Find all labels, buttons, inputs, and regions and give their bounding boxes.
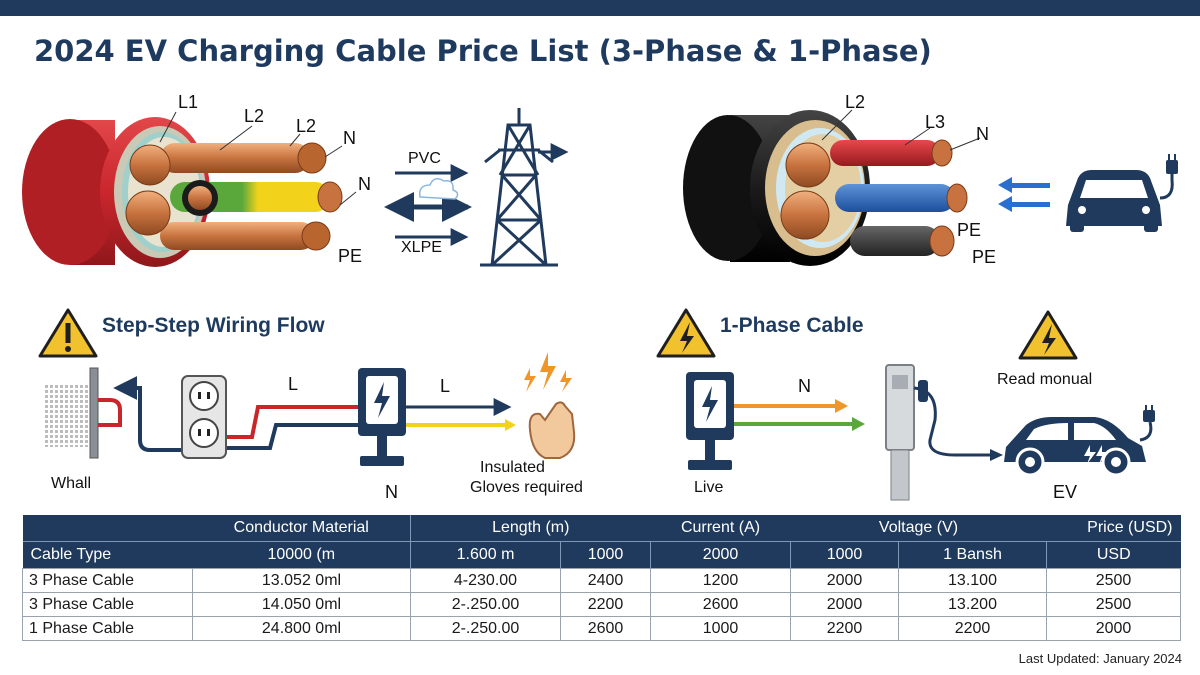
cell-price: 2000 (1046, 616, 1181, 641)
cell-current-b: 1000 (650, 616, 791, 641)
wall-socket-icon (181, 375, 227, 459)
table-subheader-conductor: 10000 (m (192, 541, 411, 569)
table-header-conductor: Conductor Material (192, 515, 411, 542)
label-n-b: N (358, 174, 371, 194)
cell-conductor: 13.052 0ml (192, 568, 411, 593)
label-1p-pe-b: PE (972, 247, 996, 267)
label-l1: L1 (178, 92, 198, 112)
insulation-xlpe: XLPE (401, 239, 442, 256)
section-title-wiring-flow: Step-Step Wiring Flow (102, 314, 325, 337)
section-title-one-phase: 1-Phase Cable (720, 314, 864, 337)
charging-station-right-icon (686, 372, 734, 470)
cell-conductor: 14.050 0ml (192, 592, 411, 617)
cell-price: 2500 (1046, 592, 1181, 617)
cell-current-b: 1200 (650, 568, 791, 593)
label-right-n: N (798, 376, 811, 396)
diagram-canvas: L1 L2 L2 N N PE PVC XLPE (22, 92, 1178, 502)
page-title: 2024 EV Charging Cable Price List (3-Pha… (34, 34, 932, 68)
warning-lightning-icon (656, 308, 716, 358)
label-ev: EV (1053, 482, 1077, 502)
cell-length: 4-230.00 (410, 568, 561, 593)
wall-charger-icon (885, 364, 996, 501)
label-left-l1: L (288, 374, 298, 394)
label-1p-pe-a: PE (957, 220, 981, 240)
cell-current-a: 2200 (560, 592, 651, 617)
cell-voltage-b: 2200 (898, 616, 1047, 641)
cell-voltage-b: 13.200 (898, 592, 1047, 617)
insulation-pvc: PVC (408, 150, 441, 167)
label-1p-l2: L2 (845, 92, 865, 112)
incoming-arrows-icon (998, 177, 1050, 212)
table-subheader-length: 1.600 m (410, 541, 561, 569)
table-subheader-usd: USD (1046, 541, 1181, 569)
lightning-sparks-icon (524, 352, 572, 392)
table-row: 1 Phase Cable 24.800 0ml 2-.250.00 2600 … (22, 616, 1181, 641)
cell-voltage-b: 13.100 (898, 568, 1047, 593)
table-header-current: Current (A) (650, 515, 791, 542)
cell-length: 2-.250.00 (410, 616, 561, 641)
table-subheader-voltage-b: 1 Bansh (898, 541, 1047, 569)
table-subheader-current-a: 1000 (560, 541, 651, 569)
top-bar (0, 0, 1200, 16)
charging-station-left-icon (358, 368, 406, 466)
double-arrow-icon (384, 164, 472, 246)
table-row: 3 Phase Cable 14.050 0ml 2-.250.00 2200 … (22, 592, 1181, 617)
label-gloves-2: Gloves required (470, 479, 583, 496)
warning-icon (38, 308, 98, 358)
table-header-voltage: Voltage (V) (790, 515, 1047, 542)
table-subheader-current-b: 2000 (650, 541, 791, 569)
table-subheader-voltage-a: 1000 (790, 541, 899, 569)
transmission-tower-icon (480, 108, 569, 267)
label-read-manual: Read monual (997, 371, 1092, 388)
cell-voltage-a: 2000 (790, 592, 899, 617)
ev-car-icon (1066, 154, 1178, 232)
label-gloves-1: Insulated (480, 459, 545, 476)
cell-cable-type: 3 Phase Cable (22, 592, 193, 617)
label-left-n: N (385, 482, 398, 502)
last-updated: Last Updated: January 2024 (1018, 651, 1182, 666)
one-phase-cable-illustration (683, 109, 981, 266)
label-left-l2: L (440, 376, 450, 396)
cell-price: 2500 (1046, 568, 1181, 593)
table-header-length: Length (m) (410, 515, 651, 542)
label-live: Live (694, 479, 723, 496)
hand-icon (528, 401, 576, 459)
table-header-price: Price (USD) (1046, 515, 1181, 542)
label-1p-n: N (976, 124, 989, 144)
cell-current-b: 2600 (650, 592, 791, 617)
ev-car-right-icon (1004, 405, 1155, 477)
table-header-blank (22, 515, 193, 542)
table-row: 3 Phase Cable 13.052 0ml 4-230.00 2400 1… (22, 568, 1181, 593)
cell-cable-type: 3 Phase Cable (22, 568, 193, 593)
cell-voltage-a: 2000 (790, 568, 899, 593)
table-header-row-1: Conductor Material Length (m) Current (A… (22, 515, 1181, 542)
label-l2-b: L2 (296, 116, 316, 136)
cell-voltage-a: 2200 (790, 616, 899, 641)
table-subheader-cable-type: Cable Type (22, 541, 193, 569)
cell-current-a: 2400 (560, 568, 651, 593)
label-1p-l3: L3 (925, 112, 945, 132)
cell-length: 2-.250.00 (410, 592, 561, 617)
table-header-row-2: Cable Type 10000 (m 1.600 m 1000 2000 10… (22, 541, 1181, 569)
warning-lightning-icon-right (1018, 310, 1078, 360)
cell-current-a: 2600 (560, 616, 651, 641)
label-n-a: N (343, 128, 356, 148)
label-l2-a: L2 (244, 106, 264, 126)
label-wall: Whall (51, 475, 91, 492)
wall-icon (45, 367, 99, 459)
cell-cable-type: 1 Phase Cable (22, 616, 193, 641)
price-table: Conductor Material Length (m) Current (A… (22, 515, 1181, 641)
label-pe: PE (338, 246, 362, 266)
cell-conductor: 24.800 0ml (192, 616, 411, 641)
three-phase-cable-illustration (22, 111, 357, 267)
